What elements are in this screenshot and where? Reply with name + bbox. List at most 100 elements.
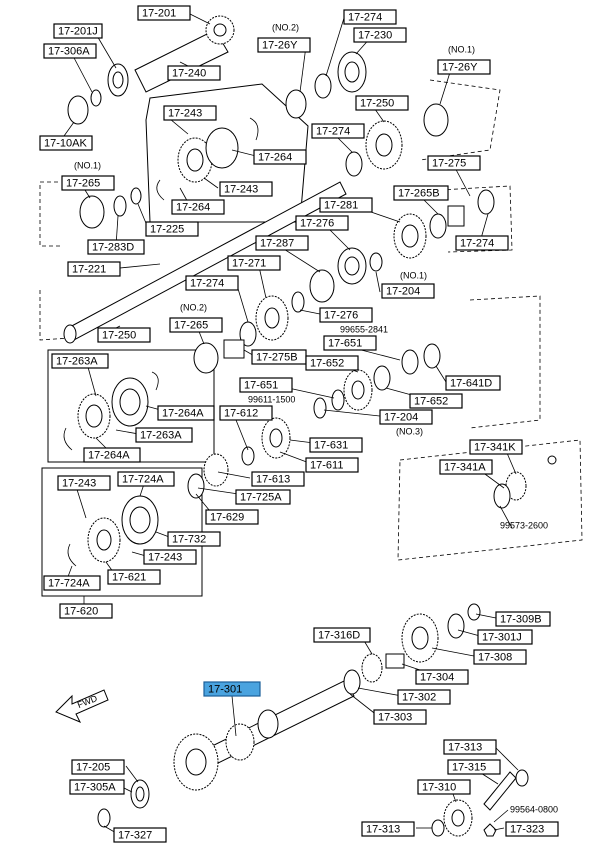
callout-17-629: 17-629 [205,509,259,525]
ring-651-b [331,389,345,411]
callout-box [251,471,305,487]
callout-17-621: 17-621 [107,569,161,585]
callout-label: 17-243 [168,107,202,119]
callout-17-274-c: 17-274 [455,235,509,251]
note-pn-99611: 99611-1500 [248,394,295,404]
callout-box [113,827,167,843]
callout-17-281: 17-281 [319,197,373,213]
callout-label: 17-724A [48,577,90,589]
callout-box [87,239,145,255]
callout-label: 17-275 [432,157,466,169]
callout-label: 17-250 [102,329,136,341]
callout-label: 17-264A [88,449,130,461]
callout-17-204-b: 17-204 [379,409,433,425]
gear-271 [255,295,289,341]
ring-204-b [313,397,327,419]
callout-box [97,327,151,343]
callout-17-304: 17-304 [415,669,469,685]
callout-box [353,27,407,43]
snap-ring-327 [97,808,111,828]
note-no3: (NO.3) [396,426,423,436]
callout-label: 17-271 [232,257,266,269]
callout-17-221: 17-221 [67,261,121,277]
callout-box [313,627,371,643]
callout-17-612: 17-612 [219,405,273,421]
callout-box [505,821,559,837]
callout-17-308: 17-308 [473,649,527,665]
callout-17-201J: 17-201J [53,23,103,39]
callout-box [227,255,281,271]
ring-725a [187,473,205,499]
callout-box [169,317,223,333]
ring-313-a [515,769,529,787]
callout-17-302: 17-302 [397,689,451,705]
callout-17-265B: 17-265B [393,185,449,201]
callout-box [417,779,471,795]
note-no1-a: (NO.1) [448,44,475,54]
callout-box [305,457,359,473]
dashed-outline-countershaft [469,295,541,429]
callout-box [373,709,427,725]
callout-17-316D: 17-316D [313,627,371,643]
callout-17-10AK: 17-10AK [39,135,93,151]
callout-label: 17-341A [444,461,486,473]
callout-box [163,105,217,121]
callout-label: 17-724A [122,473,164,485]
callout-box [69,779,125,795]
callout-box [257,37,311,53]
washer-225 [130,187,142,205]
callout-17-341K: 17-341K [469,439,523,455]
callout-label: 17-620 [64,605,98,617]
callout-17-276-a: 17-276 [295,215,349,231]
callout-17-652-b: 17-652 [409,393,463,409]
callout-label: 17-204 [384,411,418,423]
callout-17-301: 17-301 [203,681,261,697]
ring-287 [309,269,335,303]
callout-17-725A: 17-725A [235,489,291,505]
callout-box [57,475,111,491]
callout-label: 17-310 [422,781,456,793]
callout-17-651-a: 17-651 [323,335,377,351]
callout-box [295,215,349,231]
callout-label: 17-652 [310,357,344,369]
callout-box [311,123,365,139]
part-callouts: 17-20117-201J17-306A17-24017-10AK17-26Y1… [39,5,559,843]
callout-17-652-a: 17-652 [305,355,359,371]
callout-box [253,149,307,165]
callout-label: 17-205 [76,761,110,773]
note-pn-99564: 99564-0800 [510,804,558,814]
callout-17-264-b: 17-264 [171,199,225,215]
callout-label: 17-274 [316,125,350,137]
bolt-323 [483,823,497,837]
callout-17-287: 17-287 [255,235,309,251]
callout-box [355,95,409,111]
callout-17-310: 17-310 [417,779,471,795]
callout-box [427,155,481,171]
callout-box [361,821,415,837]
callout-label: 17-265B [398,187,440,199]
callout-label: 17-201J [58,25,98,37]
callout-label: 17-629 [210,511,244,523]
callout-label: 17-612 [224,407,258,419]
callout-17-283D: 17-283D [87,239,145,255]
callout-box [51,353,109,369]
callout-label: 17-315 [452,761,486,773]
callout-label: 17-274 [460,237,494,249]
callout-17-243-b: 17-243 [219,181,273,197]
callout-box [309,437,363,453]
callout-label: 17-264A [162,407,204,419]
callout-box [319,197,373,213]
callout-box [397,689,451,705]
callout-box [379,409,433,425]
callout-box [437,59,491,75]
callout-label: 17-264 [176,201,210,213]
dashed-outline-left [39,181,60,247]
callout-label: 17-201 [142,7,176,19]
callout-label: 17-274 [190,277,224,289]
callout-label: 17-641D [450,377,492,389]
callout-label: 17-263A [56,355,98,367]
ring-313-b [431,819,445,837]
callout-box [171,199,225,215]
fwd-direction-arrow: FWD [55,689,109,723]
callout-box [167,65,221,81]
